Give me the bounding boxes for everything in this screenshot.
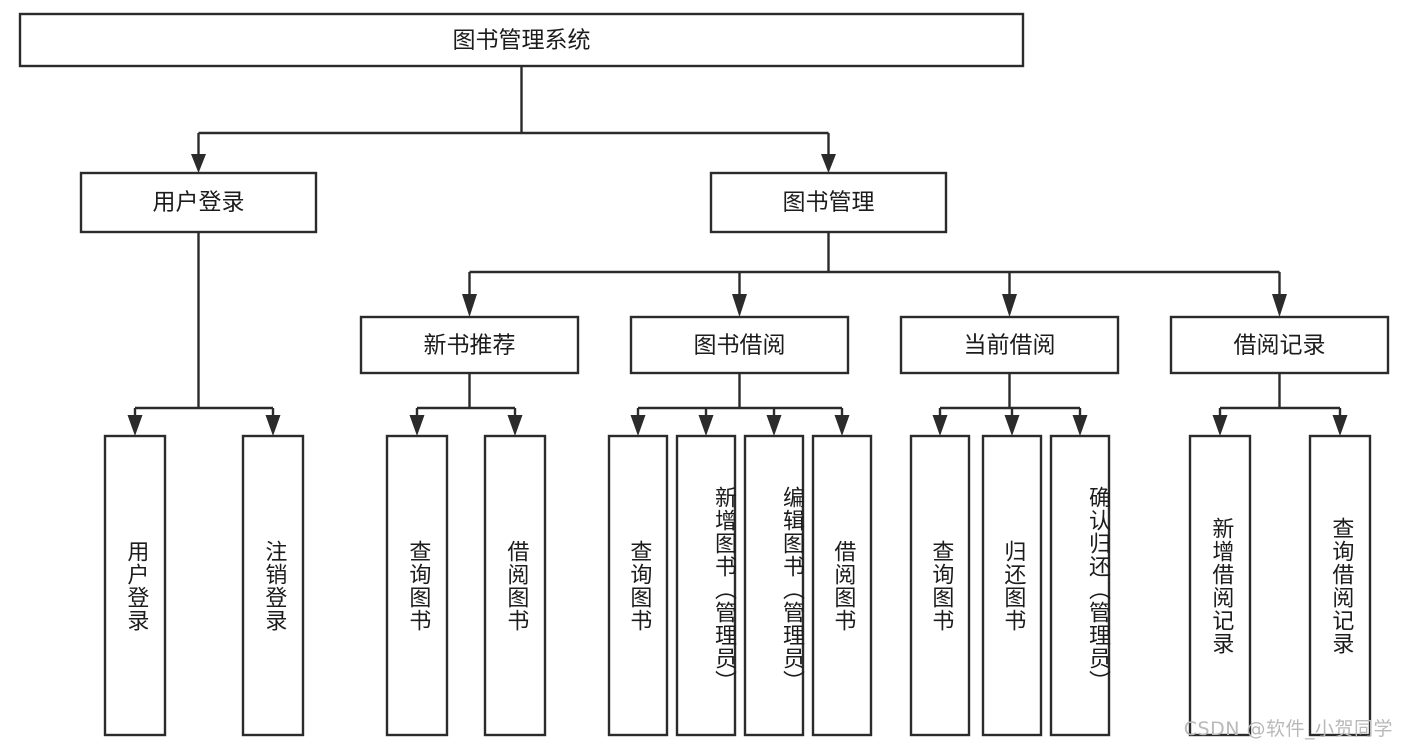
node-leaf-borrow-book[interactable] — [811, 434, 873, 737]
arrow-to-leaf-return-book — [1004, 415, 1020, 436]
connector-layer — [127, 66, 1348, 436]
arrow-to-borrow-record — [1272, 294, 1287, 317]
node-leaf-return-book[interactable] — [981, 434, 1043, 737]
node-leaf-borrow-book-recommend[interactable] — [483, 434, 547, 737]
arrow-root-to-book-mgmt — [821, 154, 836, 173]
node-borrow-record[interactable] — [1169, 315, 1390, 375]
node-label-current-borrow: 当前借阅 — [964, 333, 1056, 359]
node-leaf-query-book-current[interactable] — [909, 434, 971, 737]
arrow-to-leaf-add-record — [1212, 415, 1228, 436]
node-label-user-login: 用户登录 — [153, 190, 245, 216]
arrow-to-leaf-query-book-b — [630, 415, 646, 436]
node-label-borrow-record: 借阅记录 — [1234, 333, 1326, 359]
arrow-to-leaf-user-login — [127, 415, 143, 436]
node-leaf-confirm-return-admin[interactable] — [1049, 434, 1111, 737]
node-leaf-add-book-admin[interactable] — [675, 434, 737, 737]
arrow-to-leaf-query-record — [1332, 415, 1348, 436]
node-leaf-edit-book-admin[interactable] — [743, 434, 805, 737]
arrow-to-current-borrow — [1002, 294, 1017, 317]
node-leaf-query-borrow-record[interactable] — [1308, 434, 1372, 737]
node-leaf-add-borrow-record[interactable] — [1188, 434, 1252, 737]
arrow-to-new-book-recommend — [462, 294, 477, 317]
node-current-borrow[interactable] — [899, 315, 1120, 375]
node-book-management[interactable] — [709, 171, 948, 234]
node-user-login[interactable] — [79, 171, 318, 234]
arrow-to-leaf-edit-book — [766, 415, 782, 436]
node-leaf-user-login[interactable] — [103, 434, 167, 737]
node-label-book-borrow: 图书借阅 — [694, 333, 786, 359]
node-new-book-recommend[interactable] — [359, 315, 580, 375]
arrow-to-leaf-borrow-book-a — [507, 415, 523, 436]
node-leaf-query-book-recommend[interactable] — [385, 434, 449, 737]
arrow-to-leaf-confirm-return — [1072, 415, 1088, 436]
csdn-watermark: CSDN @软件_小贺同学 — [1183, 718, 1393, 740]
arrow-to-book-borrow — [732, 294, 747, 317]
node-layer: 图书管理系统 用户登录 图书管理 新书推荐 图书借阅 当前借阅 借阅记录 — [18, 12, 1390, 737]
node-book-borrow[interactable] — [629, 315, 850, 375]
arrow-to-leaf-query-book-a — [409, 415, 425, 436]
node-label-book-management-system: 图书管理系统 — [453, 28, 591, 54]
arrow-to-leaf-add-book — [698, 415, 714, 436]
node-leaf-logout[interactable] — [241, 434, 305, 737]
arrow-to-leaf-borrow-book-b — [834, 415, 850, 436]
node-book-management-system[interactable] — [18, 12, 1025, 68]
arrow-root-to-user-login — [191, 154, 206, 173]
node-label-book-management: 图书管理 — [783, 190, 875, 216]
arrow-to-leaf-logout — [265, 415, 281, 436]
node-label-new-book-recommend: 新书推荐 — [424, 333, 516, 359]
node-leaf-query-book-borrow[interactable] — [607, 434, 669, 737]
arrow-to-leaf-query-book-c — [932, 415, 948, 436]
